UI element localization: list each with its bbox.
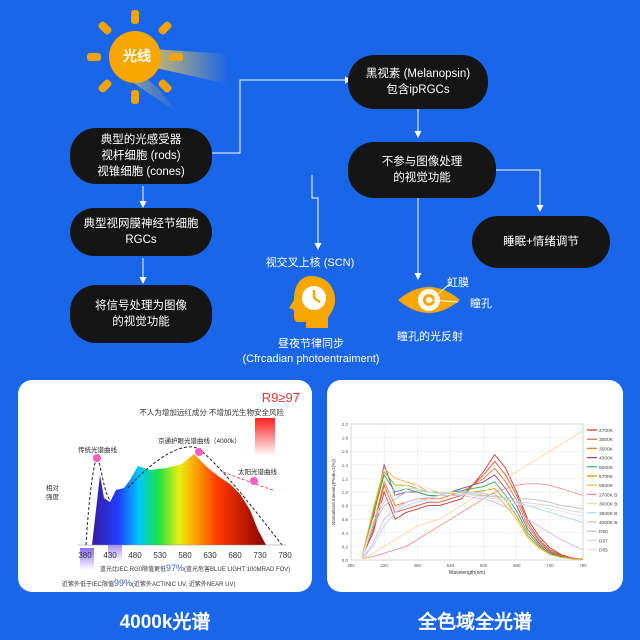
spectrum-caption-4000k: 4000k光谱 xyxy=(119,612,211,633)
spectrum-chart-4000k: R9≥97 不人为增加远红成分 不增加光生物安全风险 传统光谱曲线 京通护眼光谱… xyxy=(46,390,300,588)
pupil-label: 瞳孔 xyxy=(470,298,492,310)
y-tick-label: 2.0 xyxy=(342,422,349,427)
y-tick-label: 0.6 xyxy=(342,517,349,522)
legend-label: 3500K xyxy=(599,446,614,452)
series-line-d50 xyxy=(361,490,584,559)
iris-label: 虹膜 xyxy=(447,277,469,289)
y-tick-label: 1.0 xyxy=(342,490,349,495)
flow-connectors xyxy=(139,76,544,284)
x-tick: 630 xyxy=(203,551,217,560)
y-tick-label: 1.6 xyxy=(342,449,349,454)
x-tick-label: 600 xyxy=(480,563,488,568)
series-line-d57 xyxy=(361,488,584,559)
blue-light-note: 蓝光比IEC RG0限值更低97%(蓝光危害BLUE LIGHT 100MRAD… xyxy=(100,563,290,573)
eye-curve-label: 京通护眼光谱曲线（4000k） xyxy=(158,436,241,445)
series-line-3500k-b xyxy=(361,491,584,559)
uv-note: 近紫外低于IEC限值99%(近紫外ACTINIC UV, 近紫外NEAR UV) xyxy=(62,578,236,588)
pupil-reflex-label: 瞳孔的光反射 xyxy=(397,331,463,343)
eye-icon xyxy=(398,281,460,313)
full-spectrum-card: 0.0 0.2 0.4 0.6 0.8 1.0 1.2 1.4 1.6 1.8 2.0 360 420 4… xyxy=(327,380,623,592)
legend-label: 3000K B xyxy=(599,502,617,508)
x-tick: 730 xyxy=(253,551,267,560)
y-axis-label: Normalized Intensity(Peak=1(%)) xyxy=(331,458,336,525)
y-tick-label: 0.2 xyxy=(342,544,349,549)
y-tick-label: 1.8 xyxy=(342,436,349,441)
full-spectrum-caption: 全色域全光谱 xyxy=(417,612,532,633)
series-line-4000k-b xyxy=(361,494,584,559)
traditional-curve-label: 传统光谱曲线 xyxy=(78,445,118,454)
y-tick-label: 1.4 xyxy=(342,463,349,468)
node-melanopsin: 黑视素 (Melanopsin) 包含ipRGCs xyxy=(348,55,488,109)
node-photoreceptors: 典型的光感受器 视杆细胞 (rods) 视锥细胞 (cones) xyxy=(70,128,212,184)
sun-icon xyxy=(87,10,228,113)
series-line-d65 xyxy=(361,484,584,559)
x-tick: 580 xyxy=(178,551,192,560)
full-spectrum-chart: 0.0 0.2 0.4 0.6 0.8 1.0 1.2 1.4 1.6 1.8 2.0 360 420 4… xyxy=(331,422,617,576)
clock-head-icon xyxy=(289,276,336,328)
x-tick: 680 xyxy=(228,551,242,560)
x-tick-label: 720 xyxy=(546,563,554,568)
scn-label: 视交叉上核 (SCN) xyxy=(265,257,355,269)
node-image-vision: 将信号处理为图像 的视觉功能 xyxy=(70,285,212,343)
spectrum-subtitle: 不人为增加远红成分 不增加光生物安全风险 xyxy=(139,407,284,417)
series-line-5000k xyxy=(361,473,584,560)
legend-label: 5700K xyxy=(599,474,614,480)
x-tick-label: 540 xyxy=(447,563,455,568)
legend-label: D50 xyxy=(599,529,608,535)
node-non-image-vision: 不参与图像处理 的视觉功能 xyxy=(348,142,496,198)
x-axis-label: Wavelength(nm) xyxy=(449,570,486,576)
x-tick-label: 420 xyxy=(380,563,388,568)
legend-label: 6500K xyxy=(599,483,614,489)
node-sleep: 睡眠+情绪调节 xyxy=(472,216,610,268)
legend-label: 5000K xyxy=(599,465,614,471)
x-tick-label: 780 xyxy=(579,563,587,568)
series-line-4000k xyxy=(361,463,584,560)
x-tick: 780 xyxy=(278,551,292,560)
x-tick: 380 xyxy=(78,551,92,560)
x-tick-label: 480 xyxy=(414,563,422,568)
series-line-2700k-b xyxy=(361,483,584,560)
x-tick: 430 xyxy=(103,551,117,560)
legend-label: 2700K xyxy=(599,428,614,434)
sun-label: 光线 xyxy=(123,48,151,64)
x-tick: 480 xyxy=(128,551,142,560)
series-line-3000k-b xyxy=(361,430,584,560)
x-tick-label: 660 xyxy=(513,563,521,568)
x-tick-label: 360 xyxy=(347,563,355,568)
x-tick-labels: 380 430 480 530 580 630 680 730 780 xyxy=(78,551,292,560)
y-tick-label: 0.4 xyxy=(342,531,349,536)
legend-label: D65 xyxy=(599,548,608,554)
circadian-label: 昼夜节律同步 (Cfrcadian photoentraiment) xyxy=(242,338,380,365)
r9-label: R9≥97 xyxy=(262,390,300,405)
sun-curve-label: 太阳光谱曲线 xyxy=(238,467,278,476)
legend-label: 3000K xyxy=(599,437,614,443)
node-rgcs: 典型视网膜神经节细胞 RGCs xyxy=(70,208,212,256)
x-tick: 530 xyxy=(153,551,167,560)
legend-label: 3500K B xyxy=(599,511,617,517)
spectrum-card-4000k: R9≥97 不人为增加远红成分 不增加光生物安全风险 传统光谱曲线 京通护眼光谱… xyxy=(18,380,312,592)
legend-label: 4000K xyxy=(599,456,614,462)
legend-label: D57 xyxy=(599,538,608,544)
y-tick-label: 0.0 xyxy=(342,558,349,563)
y-tick-label: 1.2 xyxy=(342,476,349,481)
legend-label: 2700K B xyxy=(599,492,617,498)
y-tick-label: 0.8 xyxy=(342,504,349,509)
y-axis-label-1: 相对 xyxy=(46,483,60,492)
y-axis-label-2: 强度 xyxy=(46,492,60,501)
legend-label: 4000K B xyxy=(599,520,617,526)
